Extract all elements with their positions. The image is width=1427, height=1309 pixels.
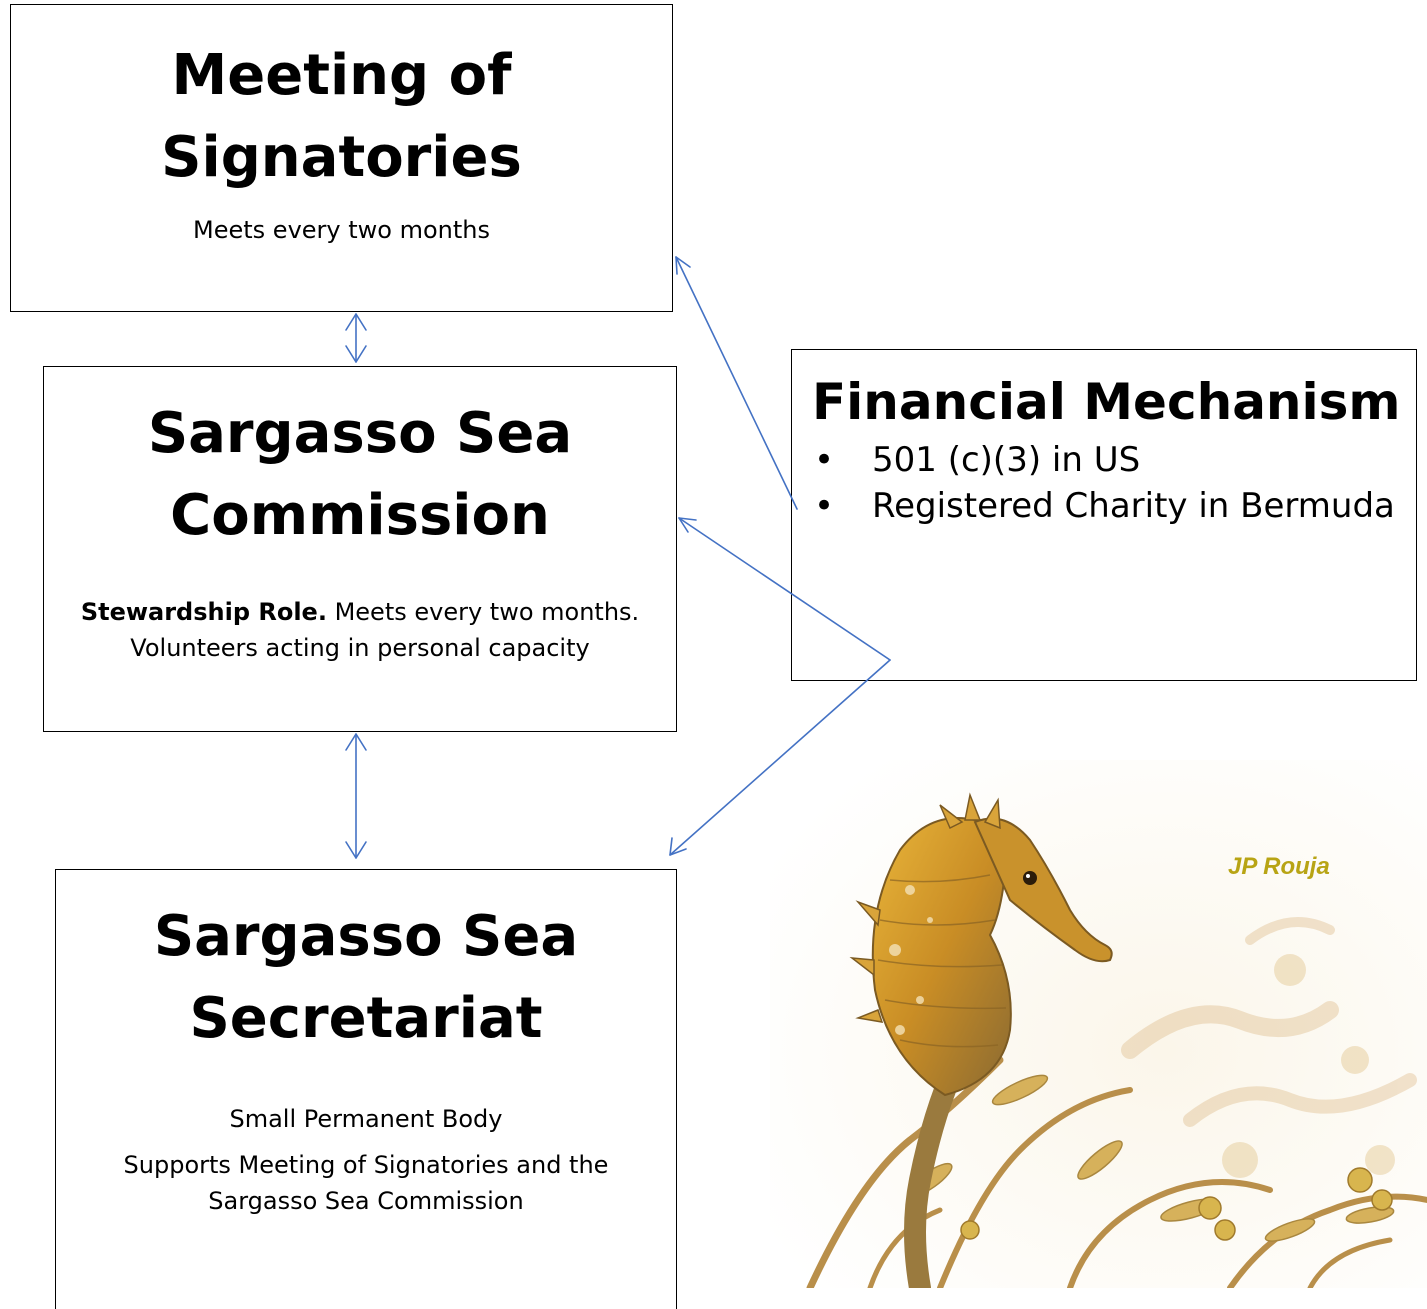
financial-mechanism-box: Financial Mechanism 501 (c)(3) in US Reg… [791, 349, 1417, 681]
secretariat-description-2-line1: Supports Meeting of Signatories and the [123, 1150, 609, 1179]
seahorse-photo [770, 760, 1427, 1288]
signatories-title-line2: Signatories [161, 125, 522, 191]
arrow-signatories-commission [345, 313, 367, 363]
arrow-financial-signatories [675, 256, 798, 510]
signatories-description: Meets every two months [193, 215, 490, 244]
financial-title: Financial Mechanism [812, 373, 1401, 431]
sargasso-sea-secretariat-box: Sargasso Sea Secretariat Small Permanent… [55, 869, 677, 1309]
commission-title-line2: Commission [170, 483, 550, 549]
photo-credit: JP Rouja [1228, 853, 1330, 880]
commission-title-line1: Sargasso Sea [147, 401, 573, 466]
secretariat-title-line1: Sargasso Sea [153, 904, 579, 969]
signatories-title-line1: Meeting of [171, 43, 512, 108]
secretariat-title: Sargasso Sea Secretariat [56, 870, 676, 1061]
commission-title: Sargasso Sea Commission [44, 367, 676, 558]
meeting-of-signatories-box: Meeting of Signatories Meets every two m… [10, 4, 673, 312]
financial-bullet: 501 (c)(3) in US [792, 438, 1416, 484]
secretariat-description-2-line2: Sargasso Sea Commission [208, 1186, 524, 1215]
financial-bullet-list: 501 (c)(3) in US Registered Charity in B… [792, 438, 1416, 530]
commission-description-line2: Volunteers acting in personal capacity [130, 633, 590, 662]
seahorse-shape [849, 792, 1113, 1288]
secretariat-description-2: Supports Meeting of Signatories and the … [56, 1147, 676, 1219]
seahorse-illustration [770, 760, 1427, 1288]
secretariat-title-line2: Secretariat [189, 986, 543, 1052]
arrow-commission-secretariat [345, 733, 367, 859]
commission-description-rest: Meets every two months. [326, 597, 640, 626]
financial-bullet: Registered Charity in Bermuda [792, 484, 1416, 530]
sargasso-sea-commission-box: Sargasso Sea Commission Stewardship Role… [43, 366, 677, 732]
signatories-title: Meeting of Signatories [11, 5, 672, 200]
secretariat-description-1: Small Permanent Body [229, 1104, 503, 1133]
commission-description: Stewardship Role. Meets every two months… [44, 594, 676, 666]
commission-description-bold: Stewardship Role. [80, 597, 327, 626]
